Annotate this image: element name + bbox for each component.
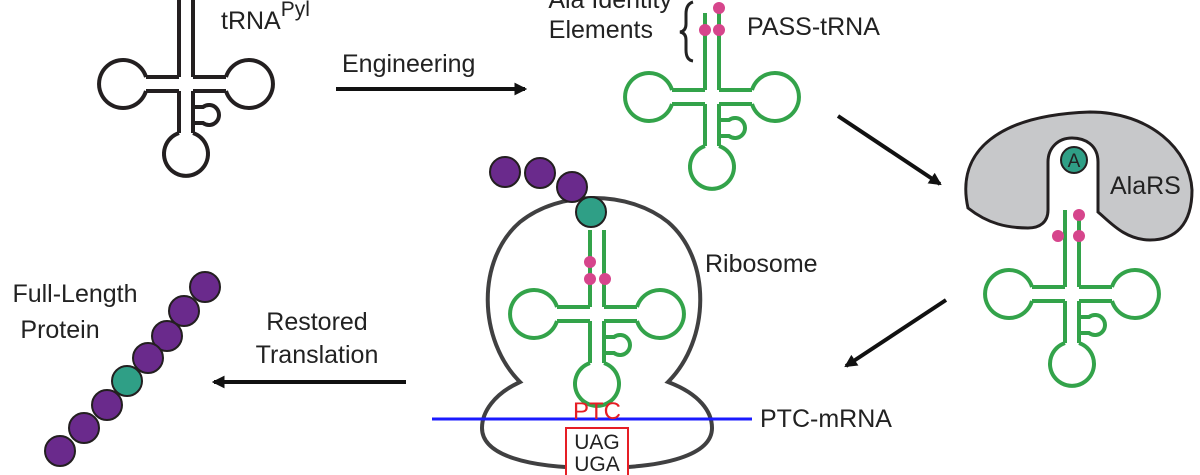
engineering-label: Engineering	[342, 50, 475, 78]
ptc-label: PTC	[573, 398, 621, 425]
codon-uag: UAG	[574, 431, 620, 454]
pass-trna-label: PASS-tRNA	[747, 13, 880, 41]
charged-trna-identity-dots	[1052, 209, 1085, 242]
translation-label: Translation	[256, 341, 379, 369]
trna-pyl-label: tRNAPyl	[221, 0, 310, 35]
alanine-residue-label: A	[1068, 151, 1081, 172]
alars-synthetase	[964, 110, 1194, 242]
alanine-residue	[1060, 146, 1088, 174]
ribosome-pass-trna	[508, 228, 686, 408]
identity-elements-brace	[679, 0, 694, 63]
ribosome	[479, 196, 715, 471]
ribosome-trna-identity-dots	[584, 256, 611, 285]
to-ribosome-arrow	[844, 298, 948, 368]
protein-label: Protein	[20, 316, 99, 344]
ala-identity-label: Ala Identity	[548, 0, 672, 14]
codon-uga: UGA	[574, 453, 620, 475]
ptc-mrna-label: PTC-mRNA	[760, 405, 892, 433]
full-length-protein	[44, 271, 221, 467]
to-alars-arrow	[836, 114, 942, 186]
stop-codon-box	[565, 427, 629, 475]
ribosome-label: Ribosome	[705, 250, 818, 278]
alars-label: AlaRS	[1110, 172, 1181, 200]
full-length-label: Full-Length	[12, 280, 137, 308]
growing-peptide	[489, 156, 607, 228]
pass-trna-identity-dots	[699, 2, 725, 36]
restored-label: Restored	[266, 308, 367, 336]
ala-identity-elements-label: Elements	[549, 16, 653, 44]
